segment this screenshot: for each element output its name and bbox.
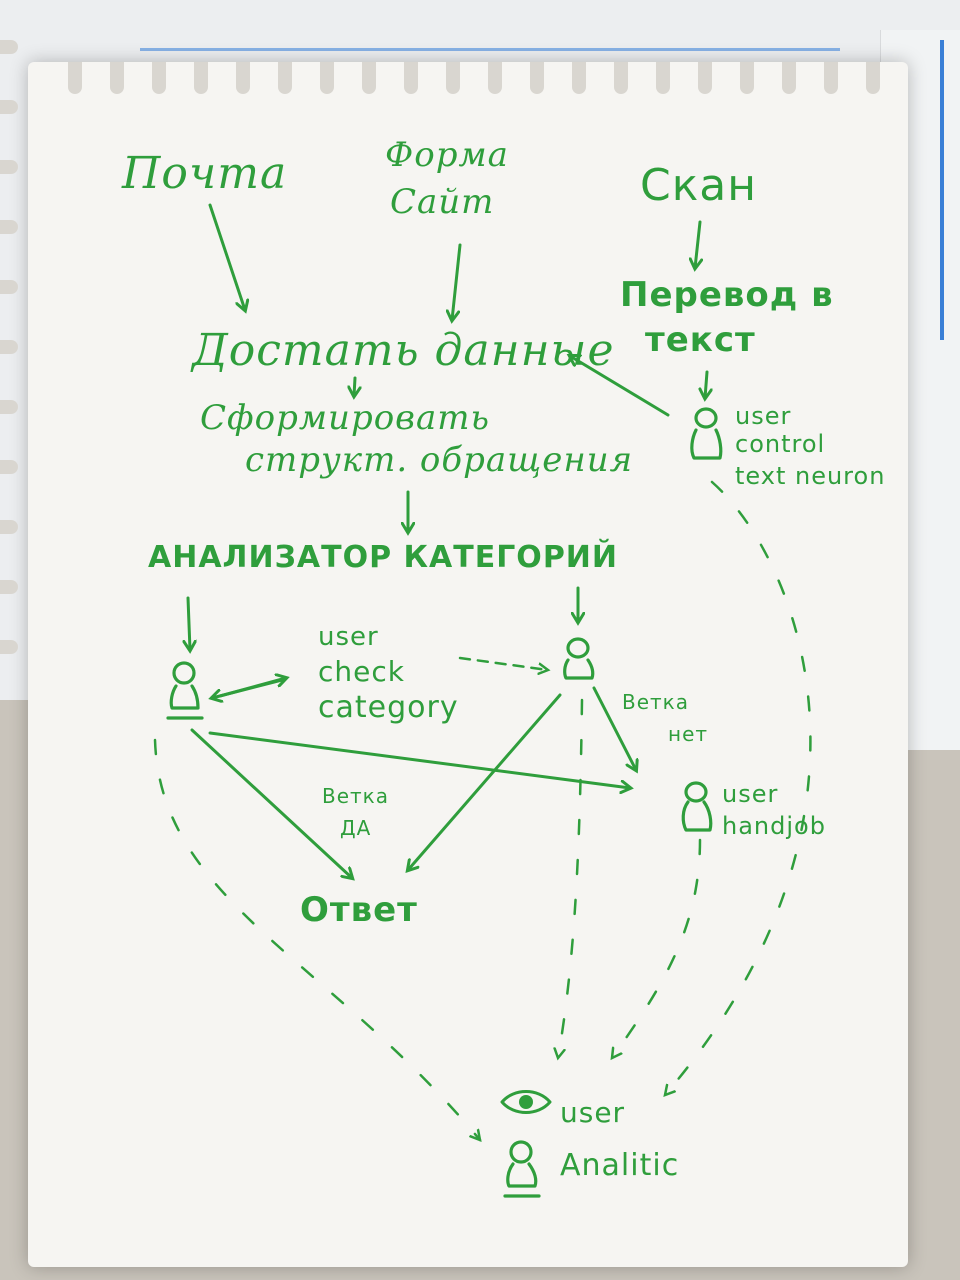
- spiral-hole: [0, 40, 18, 54]
- spiral-hole: [0, 640, 18, 654]
- label-user-analitic-1: user: [560, 1096, 626, 1129]
- label-user-control-2: control: [735, 430, 826, 458]
- dashed-center-to-analitic: [558, 698, 584, 1058]
- node-skan: Скан: [640, 160, 758, 211]
- arrow-skan-perevod: [695, 220, 700, 268]
- spiral-hole: [656, 62, 670, 94]
- arrow-left-user-handjob: [208, 731, 630, 788]
- arrow-dostat-sformirovat: [354, 376, 355, 396]
- arrow-left-user-otvet: [190, 728, 352, 878]
- spiral-hole: [0, 580, 18, 594]
- arrow-right-user-vetka-net: [592, 686, 636, 770]
- label-vetka-da-1: Ветка: [322, 784, 390, 808]
- node-sait: Сайт: [390, 182, 495, 222]
- spiral-hole: [236, 62, 250, 94]
- label-vetka-net-2: нет: [668, 722, 709, 746]
- spiral-hole: [866, 62, 880, 94]
- arrow-analizator-left-user: [188, 596, 190, 650]
- spiral-hole: [0, 220, 18, 234]
- spiral-hole: [0, 520, 18, 534]
- arrow-perevod-user-control: [705, 370, 707, 398]
- dashed-control-to-analitic: [665, 480, 812, 1095]
- spiral-hole: [446, 62, 460, 94]
- background-blue-margin: [940, 40, 944, 340]
- node-sformirovat-2: структ. обращения: [245, 440, 634, 480]
- node-sformirovat-1: Сформировать: [200, 398, 490, 438]
- spiral-hole: [824, 62, 838, 94]
- label-user-control-3: text neuron: [735, 462, 886, 490]
- label-user-handjob-1: user: [722, 780, 779, 808]
- spiral-hole: [278, 62, 292, 94]
- spiral-hole: [488, 62, 502, 94]
- notebook-sheet: [28, 62, 908, 1267]
- spiral-hole: [0, 160, 18, 174]
- arrow-check-right-user: [458, 656, 548, 670]
- person-icon: [503, 1140, 541, 1198]
- spiral-hole: [572, 62, 586, 94]
- arrow-forma-dostat: [452, 243, 462, 320]
- spiral-hole: [614, 62, 628, 94]
- node-analizator: АНАЛИЗАТОР КАТЕГОРИЙ: [148, 540, 619, 575]
- spiral-hole: [0, 400, 18, 414]
- label-vetka-da-2: ДА: [340, 816, 372, 840]
- spiral-hole: [782, 62, 796, 94]
- spiral-hole: [68, 62, 82, 94]
- node-perevod-1: Перевод в: [620, 275, 834, 315]
- person-icon: [166, 661, 204, 720]
- label-user-handjob-2: handjob: [722, 812, 826, 840]
- label-vetka-net-1: Ветка: [622, 690, 690, 714]
- person-icon: [681, 781, 713, 832]
- spiral-hole: [740, 62, 754, 94]
- spiral-hole: [0, 100, 18, 114]
- spiral-hole: [404, 62, 418, 94]
- node-otvet: Ответ: [300, 890, 418, 930]
- spiral-hole: [110, 62, 124, 94]
- spiral-hole: [320, 62, 334, 94]
- background-blue-line: [140, 48, 840, 51]
- spiral-hole: [0, 460, 18, 474]
- spiral-hole: [194, 62, 208, 94]
- node-forma: Форма: [385, 135, 509, 175]
- label-user-check-2: check: [318, 655, 405, 688]
- dashed-left-to-analitic: [153, 738, 480, 1140]
- arrow-pochta-dostat: [208, 203, 245, 310]
- arrow-user-control-dostat: [570, 356, 670, 417]
- spiral-hole: [0, 340, 18, 354]
- label-user-control-1: user: [735, 402, 792, 430]
- node-perevod-2: текст: [645, 320, 756, 360]
- arrow-check-left-user-back: [218, 678, 286, 698]
- spiral-hole: [152, 62, 166, 94]
- label-user-check-1: user: [318, 622, 379, 652]
- eye-icon: [500, 1090, 552, 1114]
- arrow-right-user-otvet: [408, 693, 562, 870]
- spiral-hole: [0, 280, 18, 294]
- node-dostat: Достать данные: [192, 325, 615, 376]
- node-pochta: Почта: [122, 148, 288, 199]
- dashed-handjob-to-analitic: [612, 838, 702, 1058]
- person-icon: [690, 407, 723, 460]
- label-user-analitic-2: Analitic: [560, 1148, 680, 1183]
- person-icon: [563, 637, 595, 680]
- label-user-check-3: category: [318, 690, 459, 725]
- spiral-hole: [698, 62, 712, 94]
- spiral-hole: [530, 62, 544, 94]
- spiral-hole: [362, 62, 376, 94]
